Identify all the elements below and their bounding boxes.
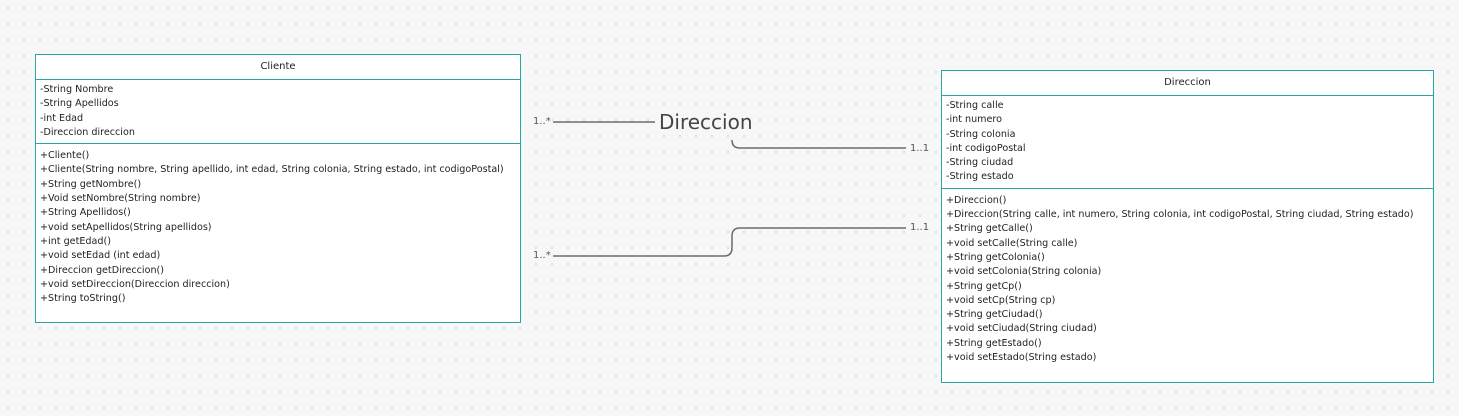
method: +Cliente() (40, 150, 90, 162)
cliente-attributes: -String Nombre -String Apellidos -int Ed… (36, 80, 520, 145)
method: +Void setNombre(String nombre) (40, 193, 201, 205)
method: +String getCalle() (946, 223, 1033, 235)
direccion-class[interactable]: Direccion -String calle -int numero -Str… (941, 70, 1434, 383)
method: +int getEdad() (40, 235, 111, 247)
method: +Direccion(String calle, int numero, Str… (946, 209, 1414, 221)
method: +void setApellidos(String apellidos) (40, 221, 212, 233)
method: +String getNombre() (40, 178, 142, 190)
association-2-target-multiplicity: 1..1 (909, 222, 931, 234)
attribute: -String Nombre (40, 84, 114, 95)
association-1-label: Direccion (657, 110, 755, 134)
method: +Direccion getDireccion() (40, 264, 165, 276)
attribute: -String ciudad (946, 157, 1014, 169)
association-1-line-right[interactable] (731, 139, 906, 149)
attribute: -String colonia (946, 128, 1016, 140)
method: +String getEstado() (946, 337, 1042, 349)
method: +String Apellidos() (40, 207, 131, 219)
association-1-source-multiplicity: 1..* (532, 116, 552, 128)
method: +Cliente(String nombre, String apellido,… (40, 164, 504, 176)
method: +void setEstado(String estado) (946, 352, 1097, 364)
method: +void setCalle(String calle) (946, 237, 1078, 249)
method: +void setDireccion(Direccion direccion) (40, 278, 230, 290)
attribute: -int Edad (40, 112, 84, 124)
method: +Direccion() (946, 194, 1007, 206)
direccion-attributes: -String calle -int numero -String coloni… (942, 96, 1433, 189)
attribute: -String Apellidos (40, 98, 119, 110)
cliente-methods: +Cliente() +Cliente(String nombre, Strin… (36, 144, 520, 322)
method: +void setCp(String cp) (946, 294, 1056, 306)
direccion-class-title: Direccion (942, 71, 1433, 96)
method: +String getCp() (946, 280, 1022, 292)
association-2-line[interactable] (553, 227, 906, 257)
attribute: -int codigoPostal (946, 142, 1026, 154)
association-2-source-multiplicity: 1..* (532, 250, 552, 262)
method: +void setCiudad(String ciudad) (946, 323, 1097, 335)
attribute: -int numero (946, 114, 1003, 126)
method: +String getColonia() (946, 251, 1045, 263)
cliente-class-title: Cliente (36, 55, 520, 80)
method: +String getCiudad() (946, 309, 1043, 321)
attribute: -String estado (946, 171, 1014, 183)
attribute: -Direccion direccion (40, 126, 135, 138)
cliente-class[interactable]: Cliente -String Nombre -String Apellidos… (35, 54, 521, 323)
method: +void setColonia(String colonia) (946, 266, 1102, 278)
direccion-methods: +Direccion() +Direccion(String calle, in… (942, 189, 1433, 382)
association-1-target-multiplicity: 1..1 (909, 143, 931, 155)
attribute: -String calle (946, 100, 1004, 111)
method: +String toString() (40, 293, 126, 305)
method: +void setEdad (int edad) (40, 250, 161, 262)
